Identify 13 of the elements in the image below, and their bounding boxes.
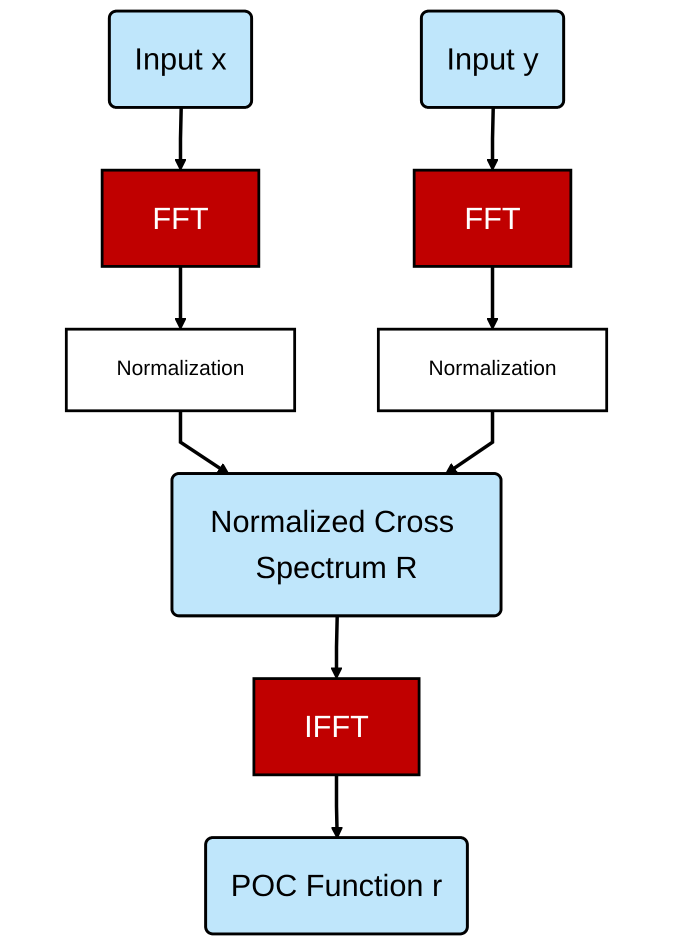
node-box: FFT xyxy=(412,168,572,268)
node-box: Normalization xyxy=(376,328,608,412)
node-box: Normalization xyxy=(64,328,296,412)
arrow xyxy=(486,108,499,171)
node-box: IFFT xyxy=(252,677,420,776)
arrow xyxy=(178,410,230,475)
arrow xyxy=(174,266,187,330)
arrow xyxy=(486,266,499,330)
arrow xyxy=(444,410,494,475)
arrow xyxy=(330,616,343,680)
node-box: FFT xyxy=(100,168,260,268)
arrow xyxy=(174,108,187,171)
arrow xyxy=(330,774,344,839)
